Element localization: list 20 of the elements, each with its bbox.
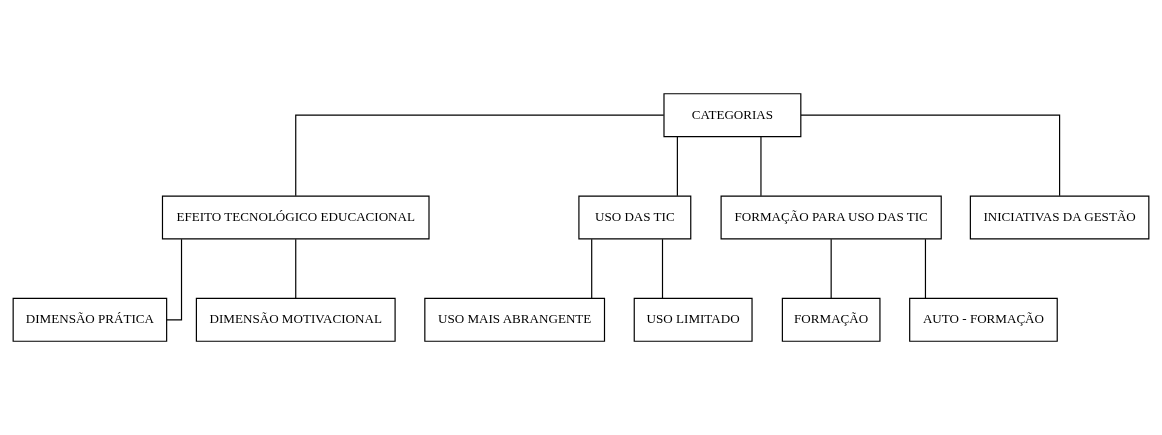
connector — [800, 114, 1061, 197]
node-box: USO MAIS ABRANGENTE — [424, 297, 606, 342]
node-box: USO LIMITADO — [633, 297, 753, 342]
node-box: AUTO - FORMAÇÃO — [909, 297, 1058, 342]
connector — [295, 114, 665, 197]
connector — [295, 238, 297, 299]
node-box: CATEGORIAS — [663, 93, 802, 138]
connector — [676, 136, 678, 197]
connector — [591, 238, 593, 299]
node-box: DIMENSÃO MOTIVACIONAL — [195, 297, 396, 342]
connector — [661, 238, 664, 299]
node-box: FORMAÇÃO — [781, 297, 881, 342]
connector — [924, 238, 927, 299]
connector — [830, 238, 832, 299]
node-box: DIMENSÃO PRÁTICA — [12, 297, 168, 342]
node-box: USO DAS TIC — [578, 195, 692, 240]
node-box: FORMAÇÃO PARA USO DAS TIC — [720, 195, 942, 240]
node-box: INICIATIVAS DA GESTÃO — [969, 195, 1150, 240]
node-box: EFEITO TECNOLÓGICO EDUCACIONAL — [161, 195, 430, 240]
connector — [760, 136, 762, 197]
